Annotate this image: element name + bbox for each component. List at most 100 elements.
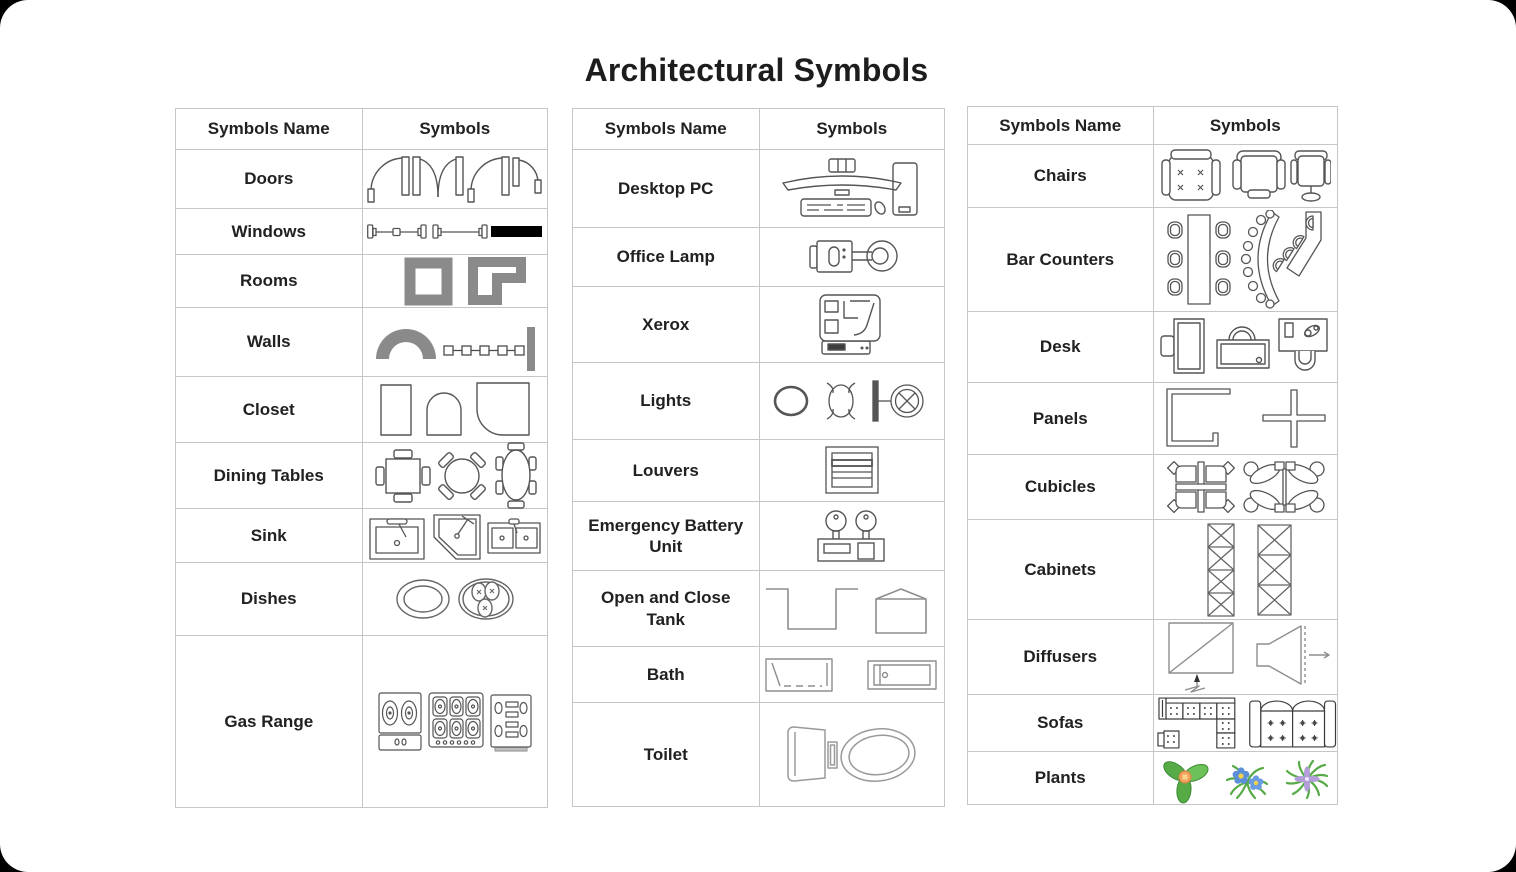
symbol-cell <box>1152 208 1338 311</box>
table-row-doors: Doors <box>176 149 547 208</box>
symbol-cell <box>1152 312 1338 382</box>
symbol-name: Panels <box>1032 408 1088 428</box>
cabinets-icon <box>1207 522 1292 617</box>
symbol-name: Emergency Battery Unit <box>588 515 744 556</box>
symbol-cell <box>758 647 945 702</box>
header-symbols: Symbols <box>758 109 945 149</box>
purple-flower <box>1294 766 1320 792</box>
rooms-icon <box>404 257 526 306</box>
symbol-name: Louvers <box>632 460 699 480</box>
symbol-cell <box>361 509 548 562</box>
symbol-cell <box>1152 620 1338 694</box>
symbols-table-left: Symbols Name Symbols Doors Windows <box>175 108 548 808</box>
symbol-cell <box>361 563 548 635</box>
table-row-dining-tables: Dining Tables <box>176 441 548 509</box>
table-row-rooms: Rooms <box>176 254 547 307</box>
symbol-name: Plants <box>1034 768 1086 788</box>
symbol-cell <box>361 441 548 509</box>
symbols-table-middle: Symbols Name Symbols Desktop PC <box>572 108 945 807</box>
symbol-cell <box>1152 145 1338 207</box>
symbol-cell <box>758 287 945 362</box>
window-icon <box>366 223 542 239</box>
table-row-panels: Panels <box>968 382 1337 454</box>
table-row-bar-counters: Bar Counters <box>968 207 1337 311</box>
sofas-icon <box>1156 697 1336 749</box>
symbol-name: Sofas <box>1037 713 1084 733</box>
symbols-table-right: Symbols Name Symbols Chairs <box>967 106 1338 805</box>
symbol-name: Sink <box>250 525 287 545</box>
symbol-name: Bath <box>646 664 685 684</box>
table-row-sink: Sink <box>176 508 547 562</box>
symbol-name: Diffusers <box>1023 647 1098 667</box>
header-symbols-name: Symbols Name <box>207 119 330 139</box>
table-row-gas-range: Gas Range <box>176 635 547 807</box>
header-symbols: Symbols <box>361 109 548 149</box>
desktop-pc-icon <box>782 157 918 217</box>
table-row-chairs: Chairs <box>968 144 1337 207</box>
table-row-windows: Windows <box>176 208 547 254</box>
table-row-louvers: Louvers <box>573 439 944 501</box>
gas-range-icon <box>378 691 532 752</box>
emergency-battery-unit-icon <box>817 510 885 562</box>
symbol-cell <box>1152 455 1338 519</box>
symbol-name: Dining Tables <box>213 465 324 485</box>
symbol-name: Cubicles <box>1024 477 1096 497</box>
symbol-cell <box>758 440 945 501</box>
symbol-cell <box>1152 695 1338 751</box>
table-row-sofas: Sofas <box>968 694 1337 751</box>
symbol-cell <box>758 703 945 806</box>
symbol-name: Chairs <box>1033 166 1087 186</box>
symbol-name: Rooms <box>239 271 298 291</box>
blue-flowers <box>1232 767 1264 790</box>
cubicles-icon <box>1167 460 1325 514</box>
symbol-name: Open and Close Tank <box>601 588 731 629</box>
symbol-cell <box>758 228 945 286</box>
table-row-desktop-pc: Desktop PC <box>573 149 944 227</box>
table-row-diffusers: Diffusers <box>968 619 1337 694</box>
chairs-icon <box>1161 149 1332 202</box>
table-row-plants: Plants <box>968 751 1337 804</box>
sink-icon <box>369 513 541 560</box>
symbol-name: Lights <box>640 391 692 411</box>
table-row-open-and-close-tank: Open and Close Tank <box>573 570 944 646</box>
walls-icon <box>375 327 535 371</box>
symbol-name: Desk <box>1039 337 1081 357</box>
symbol-cell <box>758 363 945 439</box>
symbol-name: Toilet <box>643 744 688 764</box>
table-row-cubicles: Cubicles <box>968 454 1337 519</box>
bath-icon <box>765 657 937 692</box>
header-row: Symbols Name Symbols <box>176 109 547 149</box>
office-lamp-icon <box>809 240 898 273</box>
symbol-cell <box>1152 752 1338 804</box>
header-symbols: Symbols <box>1152 107 1338 144</box>
symbol-name: Doors <box>244 169 294 189</box>
symbol-cell <box>361 255 548 307</box>
dishes-icon <box>396 578 514 620</box>
symbol-cell <box>1152 520 1338 619</box>
table-row-dishes: Dishes <box>176 562 547 635</box>
symbol-name: Gas Range <box>224 711 314 731</box>
toilet-icon <box>787 725 916 782</box>
header-symbols-name: Symbols Name <box>604 119 727 139</box>
table-row-cabinets: Cabinets <box>968 519 1337 619</box>
symbol-name: Xerox <box>642 314 690 334</box>
table-row-lights: Lights <box>573 362 944 439</box>
symbol-name: Office Lamp <box>616 247 715 267</box>
symbol-cell <box>1152 383 1338 454</box>
symbol-cell <box>758 571 945 646</box>
table-row-emergency-battery-unit: Emergency Battery Unit <box>573 501 944 570</box>
header-symbols-name: Symbols Name <box>999 115 1122 135</box>
plants-icon <box>1163 759 1329 804</box>
symbol-cell <box>361 150 548 208</box>
table-row-bath: Bath <box>573 646 944 702</box>
symbol-name: Bar Counters <box>1006 249 1115 269</box>
symbol-cell <box>361 209 548 254</box>
xerox-icon <box>819 293 881 355</box>
symbol-name: Windows <box>231 221 306 241</box>
table-row-closet: Closet <box>176 376 547 442</box>
header-row: Symbols Name Symbols <box>573 109 944 149</box>
swing-door-icon <box>367 156 542 203</box>
symbol-cell <box>361 308 548 376</box>
open-close-tank-icon <box>765 587 927 634</box>
